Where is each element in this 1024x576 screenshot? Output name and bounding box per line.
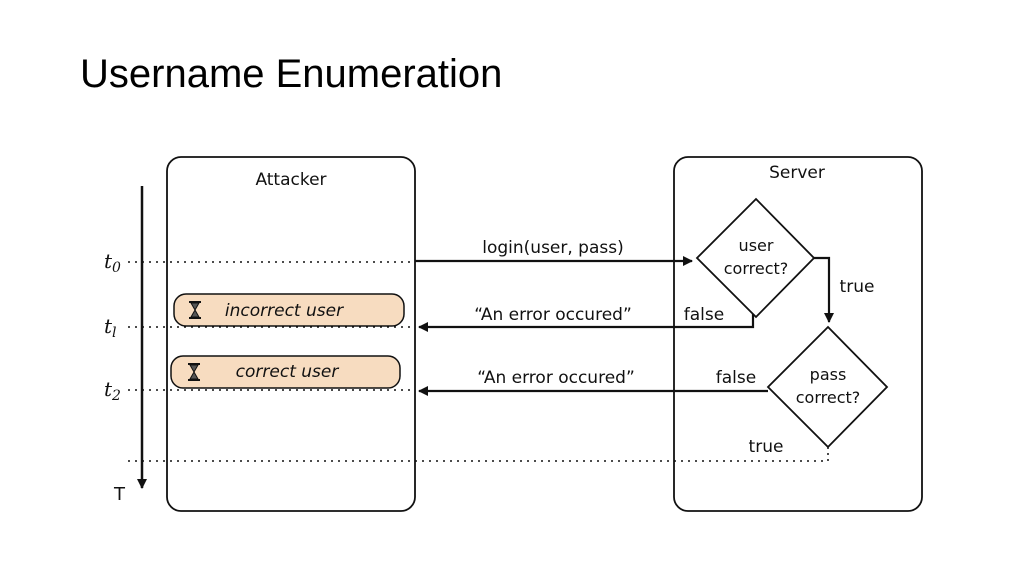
- pass-correct-line2: correct?: [796, 388, 861, 407]
- t2-label: t2: [104, 377, 121, 404]
- hourglass-icon: [189, 301, 201, 319]
- slide-title: Username Enumeration: [80, 52, 503, 96]
- pass-correct-line1: pass: [810, 365, 847, 384]
- server-box: [673, 156, 923, 512]
- user-true-arrow: [814, 256, 834, 323]
- timing-bar-incorrect-user: incorrect user: [173, 293, 405, 327]
- time-axis-end-label: T: [113, 484, 126, 505]
- t1-label: tl: [104, 314, 117, 341]
- timing-correct-user-label: correct user: [236, 362, 340, 382]
- error-message-2: “An error occured”: [477, 368, 635, 388]
- pass-correct-decision: [766, 325, 889, 449]
- timing-bar-correct-user: correct user: [170, 355, 401, 389]
- t0-label: t0: [104, 249, 121, 276]
- user-correct-decision: [695, 197, 816, 319]
- server-label: Server: [769, 163, 825, 183]
- user-correct-line2: correct?: [724, 259, 789, 278]
- hourglass-icon: [188, 363, 200, 381]
- attacker-box: [166, 156, 416, 512]
- user-false-label: false: [684, 305, 724, 325]
- user-false-arrow: [418, 314, 755, 332]
- error-message-1: “An error occured”: [474, 305, 632, 325]
- user-correct-line1: user: [739, 236, 774, 255]
- pass-false-label: false: [716, 368, 756, 388]
- pass-true-label: true: [749, 437, 784, 457]
- timing-incorrect-user-label: incorrect user: [225, 301, 344, 321]
- user-true-label: true: [840, 277, 875, 297]
- login-request-label: login(user, pass): [482, 238, 624, 258]
- attacker-label: Attacker: [255, 170, 326, 190]
